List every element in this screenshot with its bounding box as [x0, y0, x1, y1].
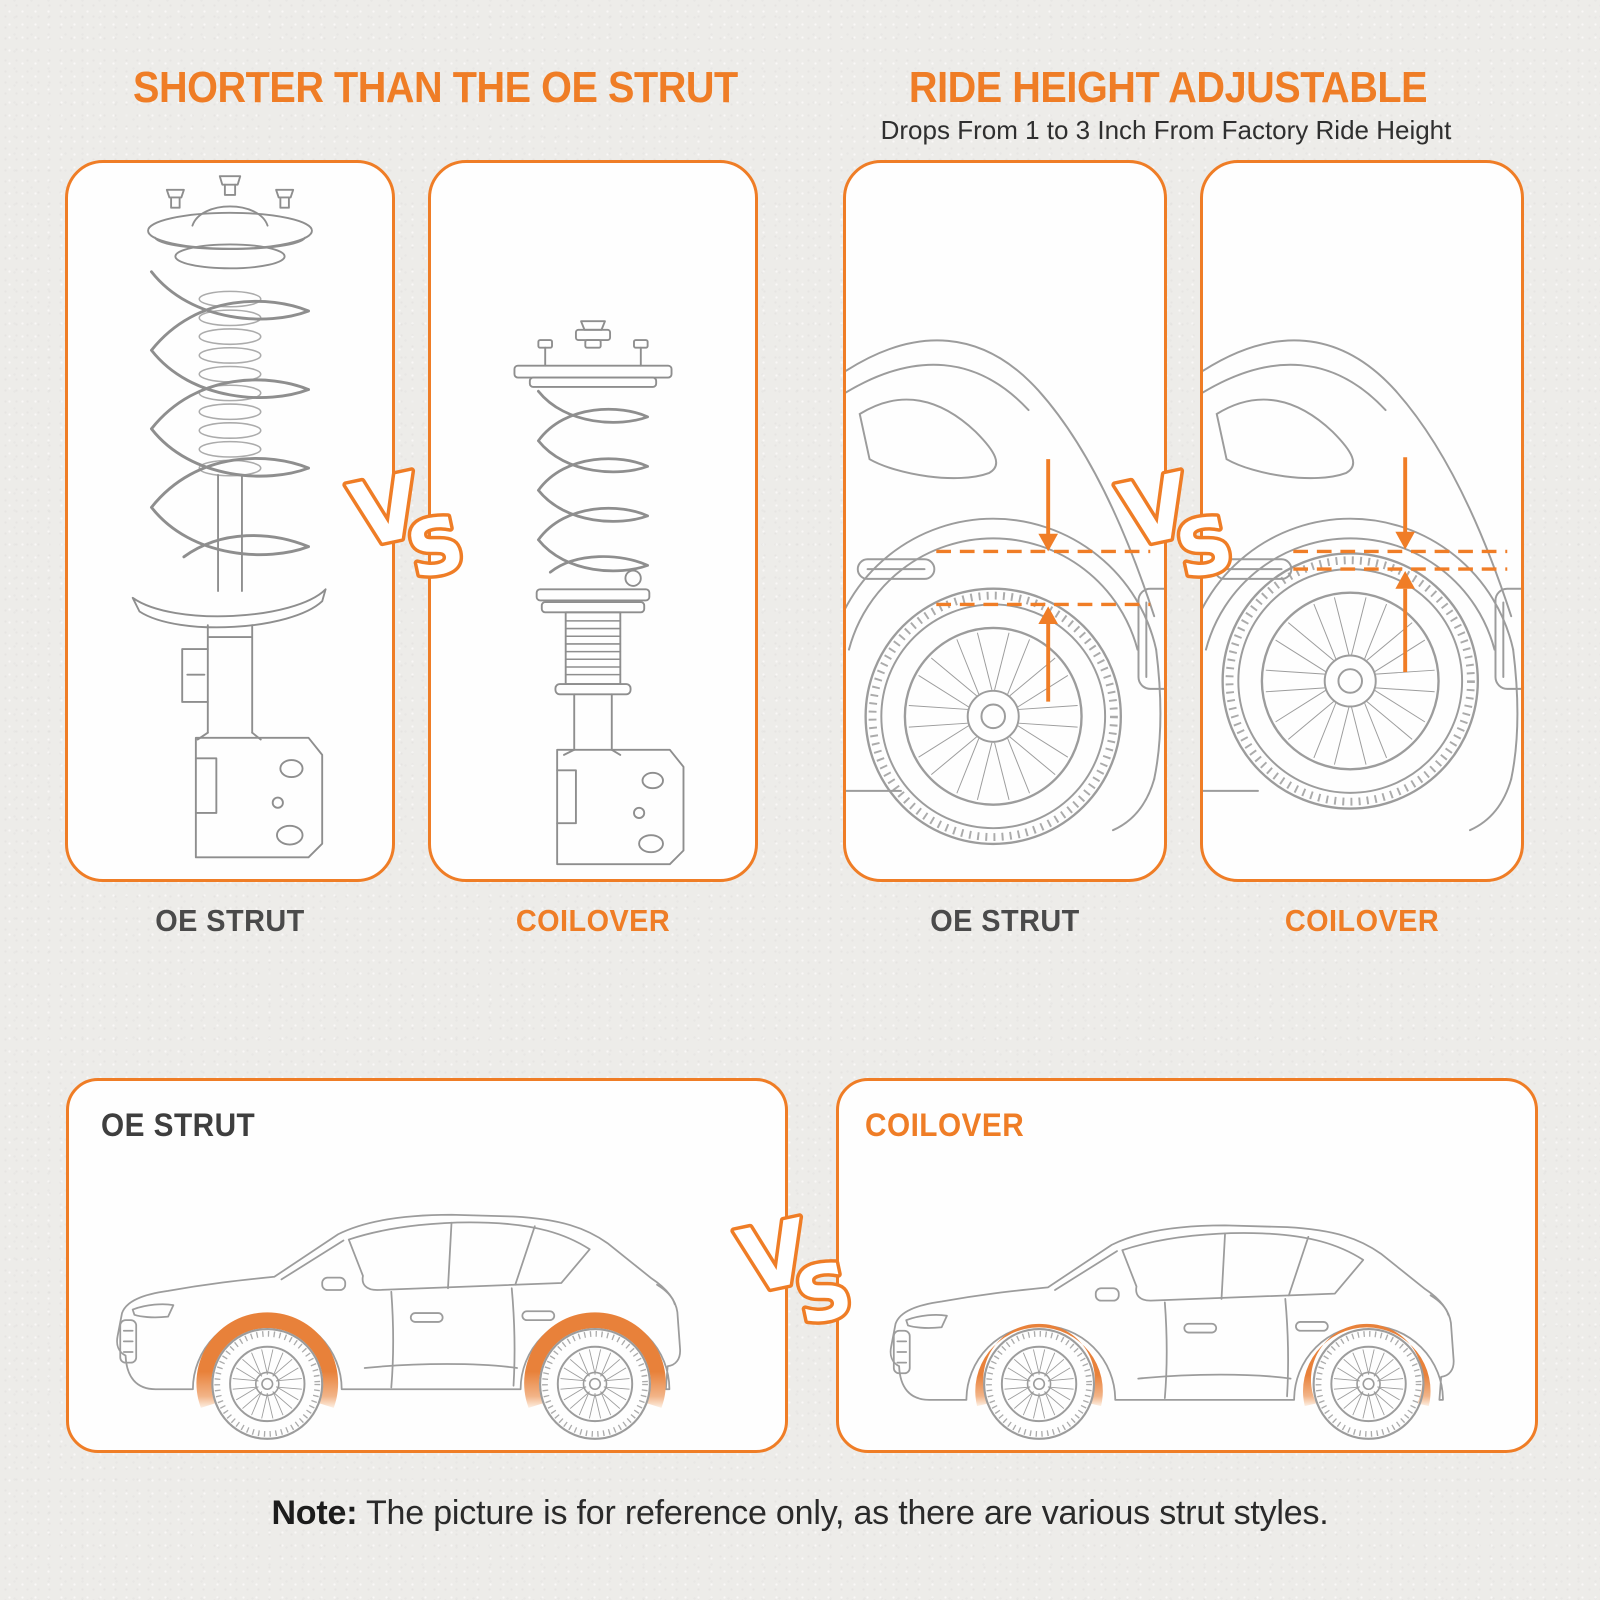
note-text: Note: The picture is for reference only,… [0, 1490, 1600, 1536]
label-oe-strut-car: OE STRUT [101, 1107, 256, 1143]
wheel-icon [864, 587, 1122, 846]
heading-shorter-than-oe-strut: SHORTER THAN THE OE STRUT [133, 63, 738, 112]
oe-ride-height-illustration [846, 339, 1164, 846]
wheel-icon [1312, 1327, 1425, 1440]
panel-oe-strut-car: OE STRUT [66, 1078, 788, 1453]
front-arch-highlight [196, 1312, 339, 1408]
label-oe-strut-ride-height: OE STRUT [930, 903, 1080, 938]
panel-coilover-ride-height [1200, 160, 1524, 882]
heading-ride-height-adjustable: RIDE HEIGHT ADJUSTABLE [908, 63, 1428, 112]
oe-strut-illustration [131, 175, 327, 859]
label-coilover-ride-height: COILOVER [1284, 903, 1440, 938]
note-body: The picture is for reference only, as th… [365, 1494, 1329, 1532]
car-body [889, 1224, 1455, 1401]
svg-text:V: V [730, 1199, 818, 1314]
panel-oe-strut-ride-height [843, 160, 1167, 882]
svg-text:S: S [400, 498, 472, 596]
vs-icon: V S [726, 1196, 863, 1346]
dashed-gap-lines [1293, 549, 1508, 571]
up-arrow-icon [1038, 606, 1058, 702]
label-coilover-car: COILOVER [865, 1107, 1025, 1143]
rear-arch-highlight [524, 1312, 666, 1408]
wheel-icon [539, 1327, 651, 1440]
oe-car-illustration [116, 1213, 681, 1440]
panel-oe-strut-part [65, 160, 395, 882]
panel-coilover-car: COILOVER [836, 1078, 1538, 1453]
svg-text:S: S [788, 1244, 860, 1342]
vs-icon: V S [1107, 450, 1244, 600]
coilover-illustration [513, 320, 685, 866]
down-arrow-icon [1038, 459, 1058, 552]
dashed-gap-lines [936, 549, 1151, 607]
subheading-drop-range: Drops From 1 to 3 Inch From Factory Ride… [880, 115, 1452, 145]
note-prefix: Note: [271, 1494, 358, 1532]
vs-icon: V S [338, 450, 475, 600]
wheel-icon [1221, 552, 1479, 810]
wheel-icon [211, 1327, 324, 1440]
coilover-ride-height-illustration [1203, 339, 1521, 832]
coilover-car-illustration [889, 1224, 1455, 1440]
label-oe-strut-part: OE STRUT [155, 903, 305, 938]
svg-text:S: S [1169, 498, 1241, 596]
panel-coilover-part [428, 160, 758, 882]
up-arrow-icon [1395, 571, 1415, 673]
label-coilover-part: COILOVER [515, 903, 671, 938]
down-arrow-icon [1395, 457, 1415, 550]
wheel-icon [983, 1327, 1096, 1440]
